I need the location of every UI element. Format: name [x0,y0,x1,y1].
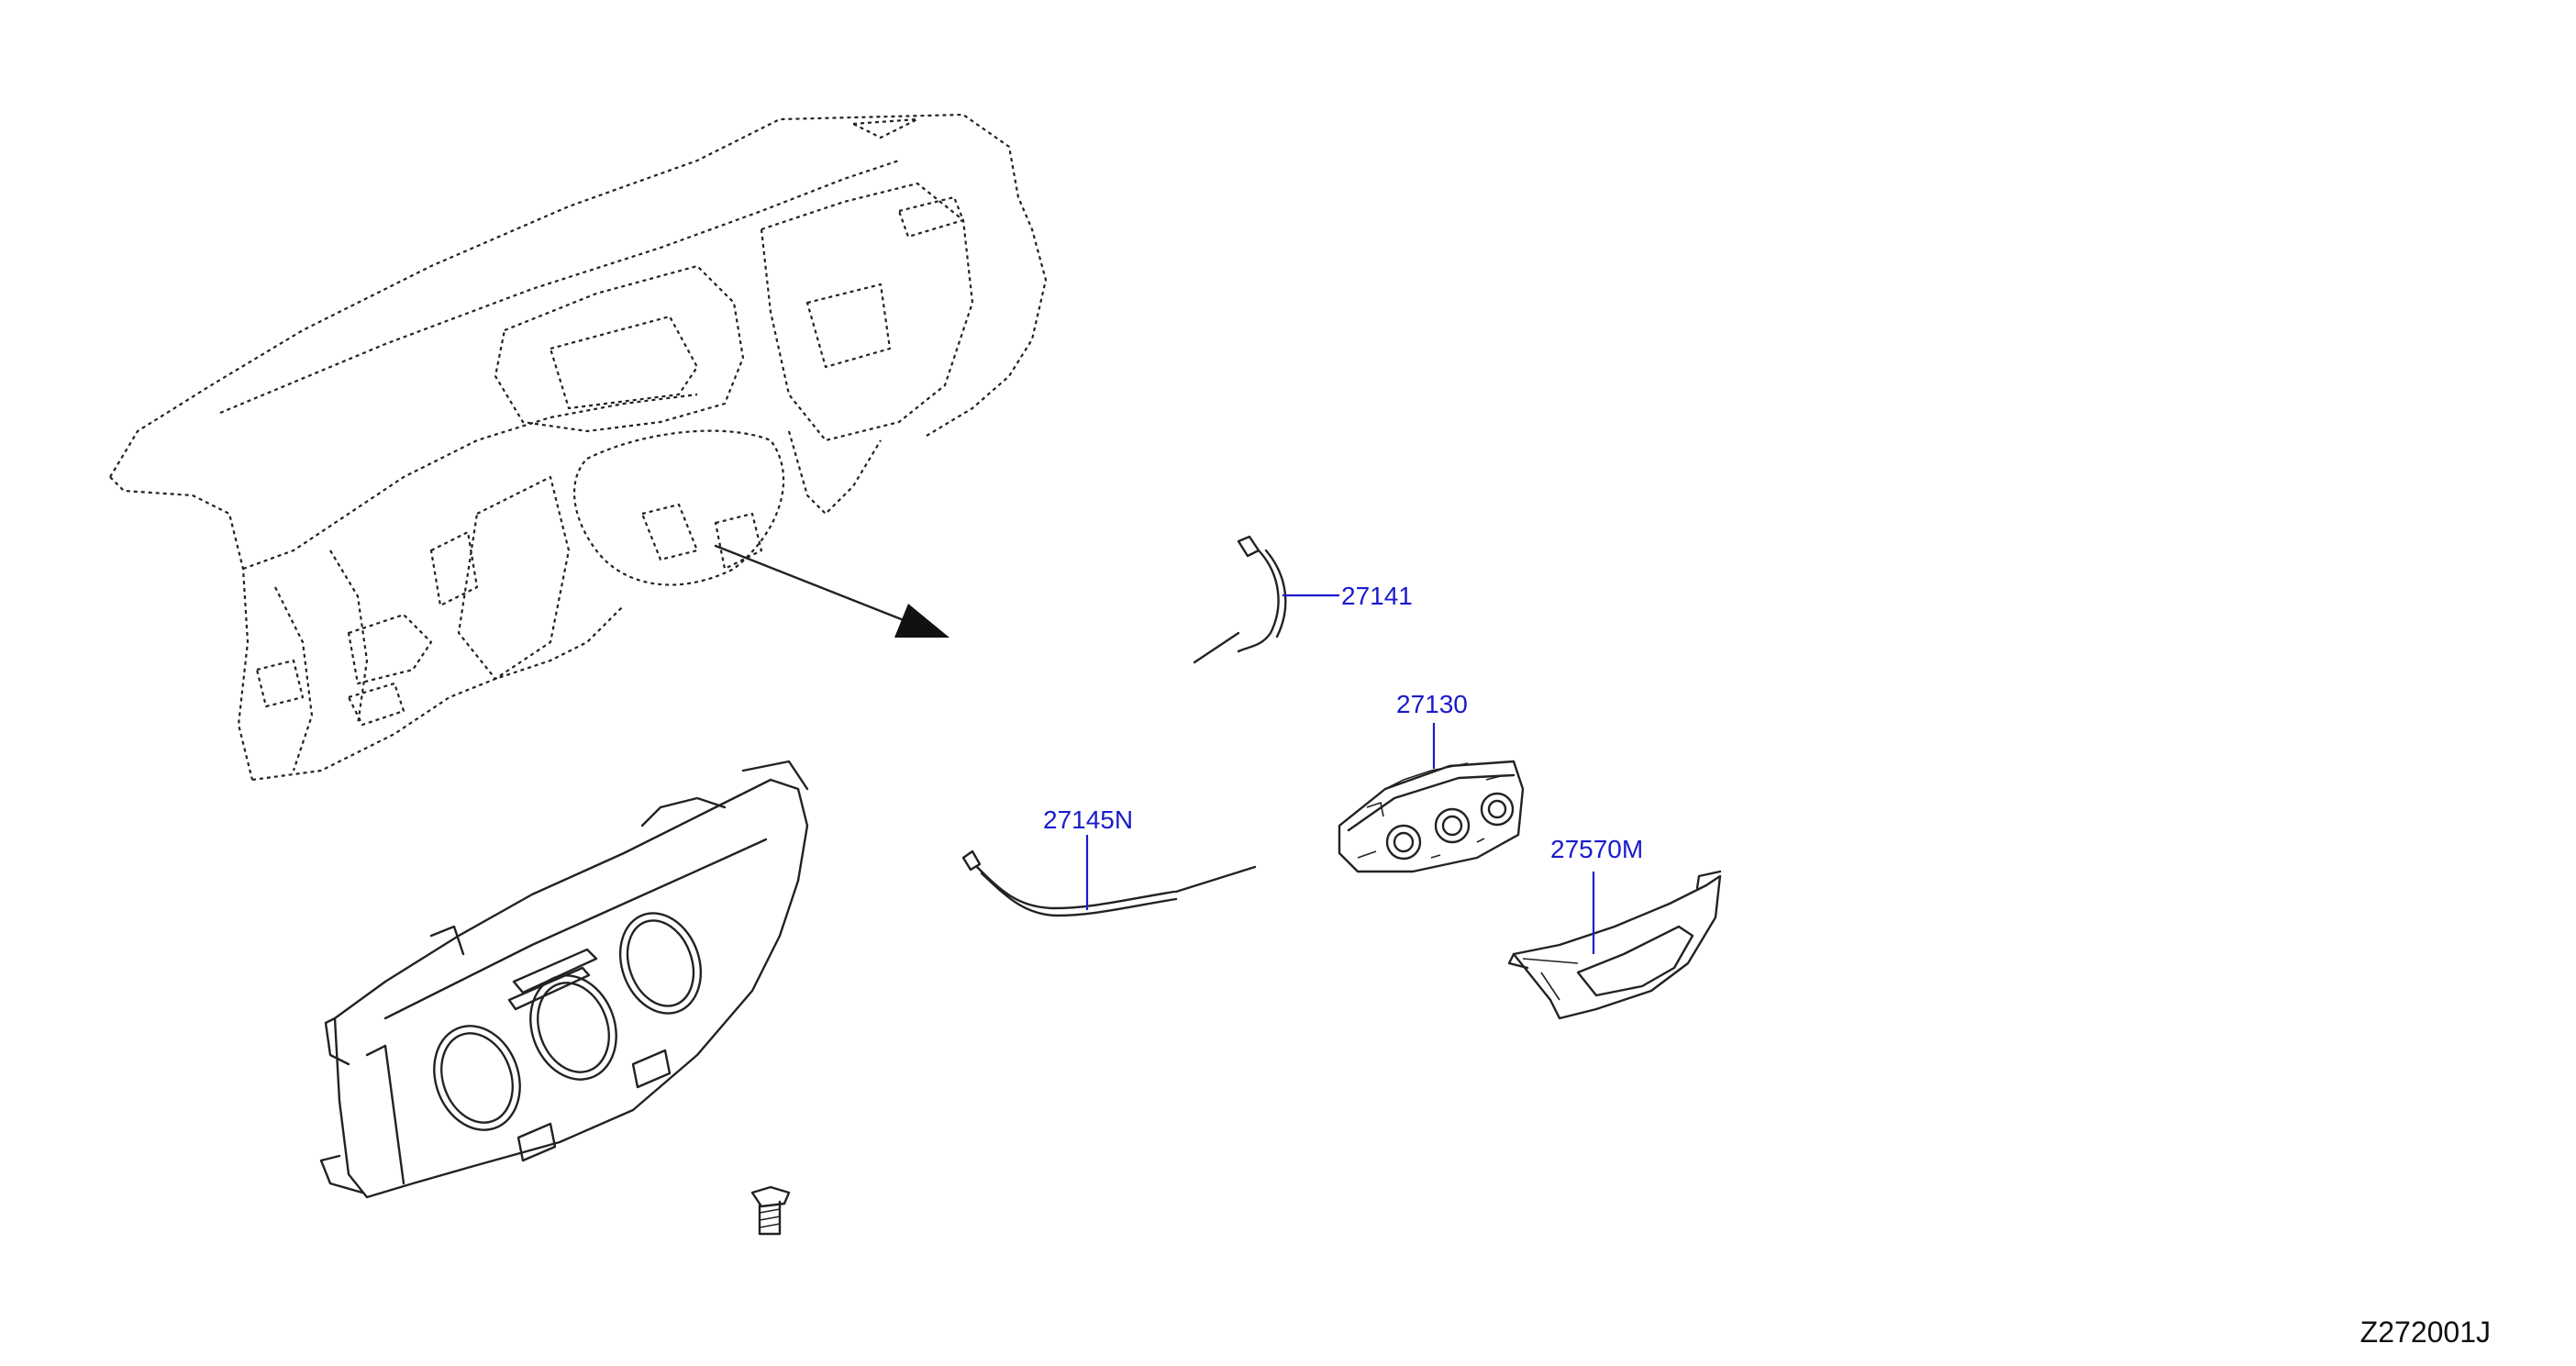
dashboard-illustration [109,113,1048,782]
direction-arrow [714,544,949,638]
bezel-illustration [319,760,809,1199]
screw-illustration [750,1185,791,1236]
diagram-code: Z272001J [2360,1316,2491,1349]
part-label-27141: 27141 [1341,582,1413,610]
part-label-27145N: 27145N [1043,805,1133,834]
upper-cable-illustration [1193,535,1287,664]
part-label-27130: 27130 [1396,690,1468,718]
lower-cable-illustration [961,850,1257,917]
control-unit-illustration [1338,760,1525,873]
leader-lines [1085,594,1595,954]
part-label-27570M: 27570M [1550,835,1643,863]
finisher-illustration [1507,870,1722,1020]
